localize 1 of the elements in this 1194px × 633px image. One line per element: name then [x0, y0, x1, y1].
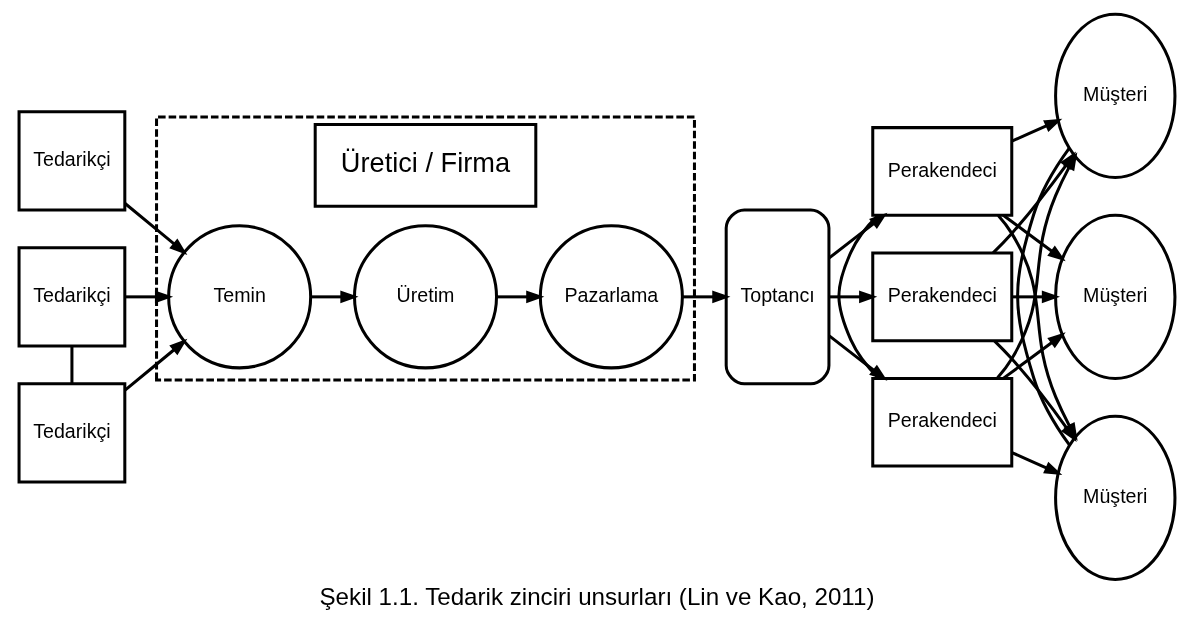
caption: Şekil 1.1. Tedarik zinciri unsurları (Lin ve Kao, 2011) — [319, 582, 875, 610]
